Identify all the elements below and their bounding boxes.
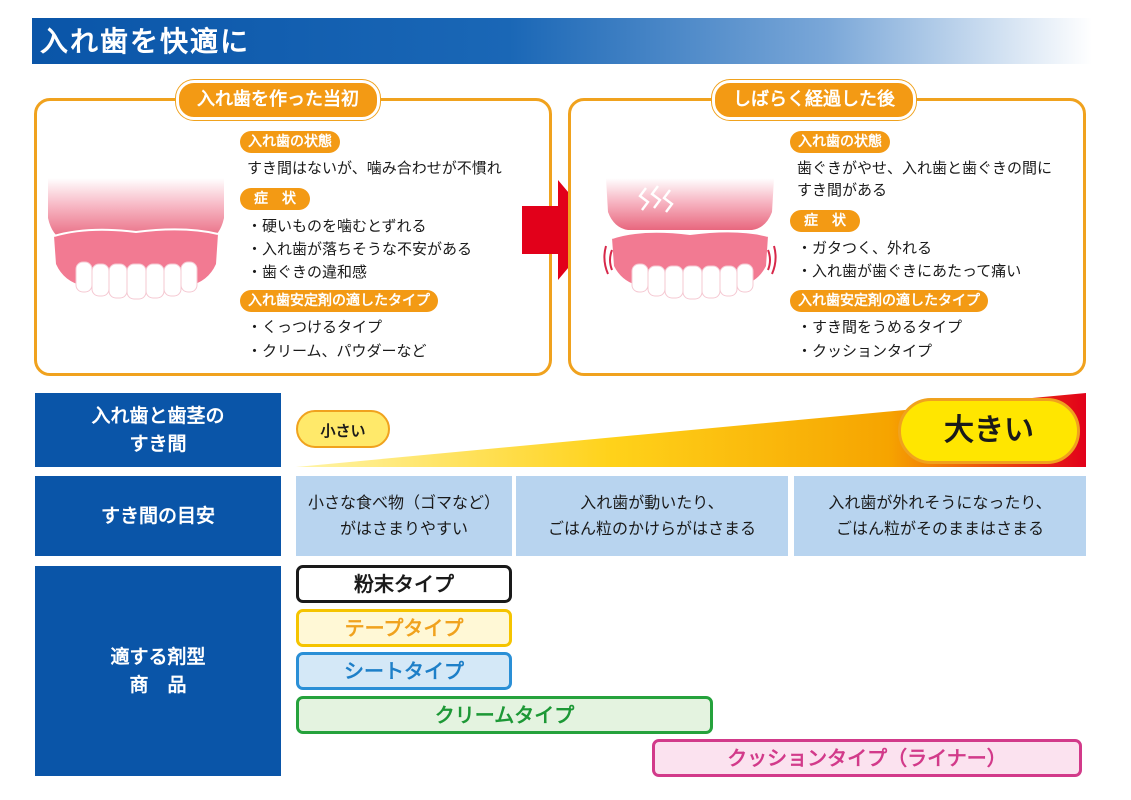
cushion-type-box: クッションタイプ（ライナー） [652,739,1082,777]
left-type-1: ・くっつけるタイプ [247,318,383,336]
gap-size-row-label: 入れ歯と歯茎の すき間 [35,393,281,467]
right-type-1: ・すき間をうめるタイプ [797,318,963,336]
right-symptom-2: ・入れ歯が歯ぐきにあたって痛い [797,262,1022,280]
left-symptom-3: ・歯ぐきの違和感 [247,263,368,281]
gap-guide-row-label: すき間の目安 [35,476,281,556]
right-type-2: ・クッションタイプ [797,342,933,360]
cream-type-box: クリームタイプ [296,696,713,734]
right-state-label: 入れ歯の状態 [790,131,890,153]
new-denture-illustration [48,178,224,300]
loose-denture-illustration [603,178,777,300]
sheet-type-box: シートタイプ [296,652,512,690]
powder-type-box: 粉末タイプ [296,565,512,603]
guide-cell-medium: 入れ歯が動いたり、 ごはん粒のかけらがはさまる [516,476,788,556]
left-symptom-2: ・入れ歯が落ちそうな不安がある [247,240,473,258]
panel-initial-title: 入れ歯を作った当初 [176,80,380,120]
panel-later-title: しばらく経過した後 [712,80,916,120]
right-arrow-icon [522,180,600,280]
gap-small-badge: 小さい [296,410,390,448]
left-state-label: 入れ歯の状態 [240,131,340,153]
header-bar [32,18,1092,64]
left-symptom-1: ・硬いものを噛むとずれる [247,217,427,235]
left-symptom-label: 症 状 [240,188,310,210]
right-symptom-1: ・ガタつく、外れる [797,239,933,257]
left-state-text: すき間はないが、噛み合わせが不慣れ [247,159,502,177]
suitable-type-row-label: 適する剤型 商 品 [35,566,281,776]
right-symptom-label: 症 状 [790,210,860,232]
left-type-2: ・クリーム、パウダーなど [247,342,427,360]
right-state-text-1: 歯ぐきがやせ、入れ歯と歯ぐきの間に [797,159,1053,177]
guide-cell-large: 入れ歯が外れそうになったり、 ごはん粒がそのままはさまる [794,476,1086,556]
right-state-text-2: すき間がある [797,181,888,199]
tape-type-box: テープタイプ [296,609,512,647]
left-type-label: 入れ歯安定剤の適したタイプ [240,290,438,312]
gap-size-wedge [296,393,1086,467]
page-title: 入れ歯を快適に [40,25,251,58]
gap-large-badge: 大きい [898,398,1080,464]
right-type-label: 入れ歯安定剤の適したタイプ [790,290,988,312]
guide-cell-small: 小さな食べ物（ゴマなど） がはさまりやすい [296,476,512,556]
